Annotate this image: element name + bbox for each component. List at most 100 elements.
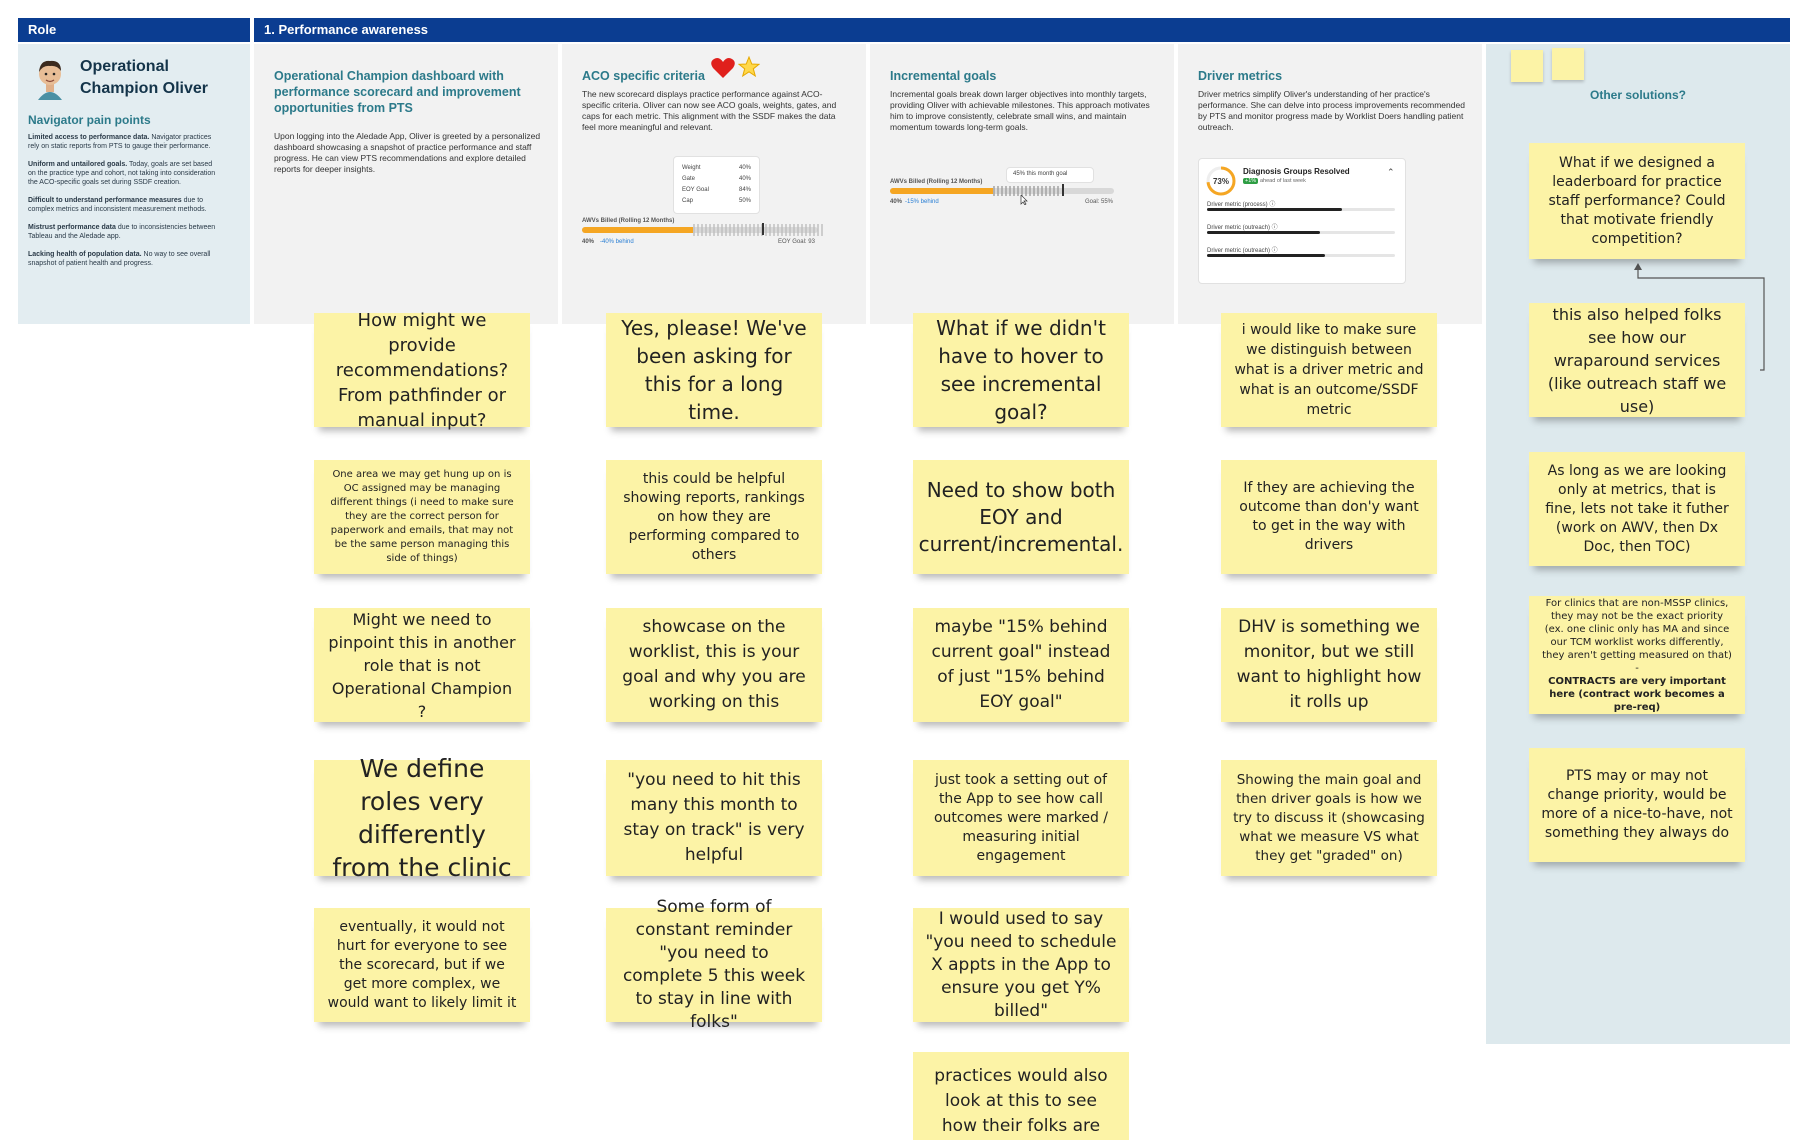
- sticky-note[interactable]: For clinics that are non-MSSP clinics, t…: [1529, 596, 1745, 714]
- sticky-note[interactable]: just took a setting out of the App to se…: [913, 760, 1129, 876]
- connector-arrow: [1634, 263, 1765, 371]
- incremental-bar-label: AWVs Billed (Rolling 12 Months): [890, 179, 983, 185]
- pain-point: Lacking health of population data. No wa…: [28, 250, 218, 268]
- sticky-note[interactable]: maybe "15% behind current goal" instead …: [913, 608, 1129, 722]
- aco-left-status: -40% behind: [600, 239, 634, 245]
- driver-badge: +1%: [1243, 178, 1259, 184]
- aco-left: 40%: [582, 239, 595, 245]
- criteria-label: Gate: [682, 176, 696, 182]
- driver-metric-bar: [1207, 208, 1395, 211]
- other-solutions-title: Other solutions?: [1590, 88, 1686, 102]
- pain-point-heading: Mistrust performance data: [28, 224, 116, 231]
- criteria-row: Cap 50%: [682, 196, 751, 207]
- sticky-note[interactable]: We define roles very differently from th…: [314, 754, 530, 882]
- pain-point-heading: Difficult to understand performance meas…: [28, 197, 182, 204]
- pain-point-text: due to inconsistencies between Tableau a…: [28, 224, 216, 240]
- pain-point-text: Navigator practices rely on static repor…: [28, 134, 212, 150]
- driver-metrics-card: 73% Diagnosis Groups Resolved +1% ahead …: [1198, 158, 1406, 284]
- progress-ring: [1205, 165, 1237, 199]
- incremental-tooltip: 45% this month goal: [1006, 167, 1094, 183]
- sticky-note[interactable]: practices would also look at this to see…: [913, 1052, 1129, 1140]
- sticky-note[interactable]: If they are achieving the outcome than d…: [1221, 460, 1437, 574]
- aco-bar-label: AWVs Billed (Rolling 12 Months): [582, 218, 675, 224]
- driver-metric-bar: [1207, 254, 1395, 257]
- column-desc-dashboard: Upon logging into the Aledade App, Olive…: [274, 131, 541, 174]
- sticky-note[interactable]: How might we provide recommendations? Fr…: [314, 310, 530, 431]
- driver-metric-label: Driver metric (outreach) ⓘ: [1207, 248, 1278, 254]
- column-title-aco: ACO specific criteria: [582, 69, 705, 83]
- sticky-text-bold: CONTRACTS are very important here (contr…: [1548, 675, 1726, 713]
- column-title-dashboard: Operational Champion dashboard with perf…: [274, 69, 521, 115]
- pain-point-heading: Limited access to performance data.: [28, 134, 150, 141]
- sticky-note[interactable]: Showing the main goal and then driver go…: [1221, 760, 1437, 876]
- sticky-text: For clinics that are non-MSSP clinics, t…: [1542, 597, 1732, 674]
- criteria-row: EOY Goal 84%: [682, 185, 751, 196]
- pain-point-heading: Lacking health of population data.: [28, 251, 142, 258]
- star-icon: [737, 55, 761, 83]
- sticky-note[interactable]: PTS may or may not change priority, woul…: [1529, 748, 1745, 862]
- incremental-left: 40%: [890, 199, 903, 205]
- heart-icon: [710, 56, 736, 85]
- column-panel-incremental: [870, 44, 1174, 324]
- sticky-note[interactable]: I would used to say "you need to schedul…: [913, 908, 1129, 1022]
- column-panel-dashboard: [254, 44, 558, 324]
- pain-points-title: Navigator pain points: [28, 113, 151, 127]
- criteria-value: 84%: [738, 187, 751, 193]
- criteria-label: EOY Goal: [682, 187, 709, 193]
- driver-metric-bar: [1207, 231, 1395, 234]
- sticky-note[interactable]: "you need to hit this many this month to…: [606, 760, 822, 876]
- column-title-driver: Driver metrics: [1198, 69, 1283, 83]
- sticky-note[interactable]: eventually, it would not hurt for everyo…: [314, 908, 530, 1022]
- persona-name: Operational Champion Oliver: [80, 58, 209, 97]
- sticky-note[interactable]: this also helped folks see how our wrapa…: [1529, 303, 1745, 417]
- driver-title: Diagnosis Groups Resolved: [1243, 167, 1350, 176]
- sticky-note[interactable]: Might we need to pinpoint this in anothe…: [314, 608, 530, 722]
- criteria-label: Weight: [682, 165, 701, 171]
- sticky-note[interactable]: Some form of constant reminder "you need…: [606, 897, 822, 1032]
- sticky-note[interactable]: What if we didn't have to hover to see i…: [913, 313, 1129, 427]
- chevron-up-icon[interactable]: ⌃: [1387, 167, 1395, 177]
- sticky-note[interactable]: i would like to make sure we distinguish…: [1221, 313, 1437, 427]
- criteria-value: 50%: [738, 198, 751, 204]
- sticky-note[interactable]: One area we may get hung up on is OC ass…: [314, 460, 530, 574]
- sticky-note[interactable]: showcase on the worklist, this is your g…: [606, 608, 822, 722]
- column-title-incremental: Incremental goals: [890, 69, 997, 83]
- incremental-right: Goal: 55%: [1085, 199, 1114, 205]
- aco-right: EOY Goal: 93: [778, 239, 815, 245]
- pain-points-list: Limited access to performance data. Navi…: [28, 133, 218, 277]
- section-header: 1. Performance awareness: [254, 18, 1790, 42]
- aco-goal-marker: [762, 223, 764, 235]
- column-desc-driver: Driver metrics simplify Oliver's underst…: [1198, 89, 1465, 132]
- driver-metric-fill: [1207, 208, 1343, 211]
- incremental-left-status: -15% behind: [905, 199, 939, 205]
- criteria-label: Cap: [682, 198, 694, 204]
- pain-point-heading: Uniform and untailored goals.: [28, 161, 128, 168]
- driver-metric-fill: [1207, 254, 1326, 257]
- driver-percent: 73%: [1212, 177, 1229, 186]
- aco-stripes: [693, 224, 823, 236]
- pain-point-text: No way to see overall snapshot of patien…: [28, 251, 211, 267]
- sticky-note[interactable]: Need to show both EOY and current/increm…: [913, 460, 1129, 574]
- pain-point: Mistrust performance data due to inconsi…: [28, 223, 218, 241]
- role-panel: [18, 44, 250, 324]
- avatar: [30, 54, 70, 104]
- incremental-goal-marker: [1062, 184, 1064, 196]
- pain-point: Uniform and untailored goals. Today, goa…: [28, 160, 218, 187]
- column-desc-aco: The new scorecard displays practice perf…: [582, 89, 837, 132]
- driver-metric-label: Driver metric (outreach) ⓘ: [1207, 225, 1278, 231]
- pain-point: Difficult to understand performance meas…: [28, 196, 218, 214]
- driver-sub: ahead of last week: [1260, 178, 1306, 184]
- sticky-note[interactable]: DHV is something we monitor, but we stil…: [1221, 608, 1437, 722]
- driver-metric-fill: [1207, 231, 1320, 234]
- mini-sticky: [1511, 50, 1543, 82]
- criteria-row: Weight 40%: [682, 163, 751, 174]
- sticky-note[interactable]: What if we designed a leaderboard for pr…: [1529, 143, 1745, 259]
- sticky-note[interactable]: this could be helpful showing reports, r…: [606, 460, 822, 574]
- sticky-note[interactable]: Yes, please! We've been asking for this …: [606, 313, 822, 427]
- driver-metric-label: Driver metric (process) ⓘ: [1207, 202, 1276, 208]
- criteria-value: 40%: [738, 165, 751, 171]
- sticky-note[interactable]: As long as we are looking only at metric…: [1529, 452, 1745, 566]
- pain-point-text: Today, goals are set based on the practi…: [28, 161, 216, 186]
- incremental-stripes: [993, 186, 1061, 196]
